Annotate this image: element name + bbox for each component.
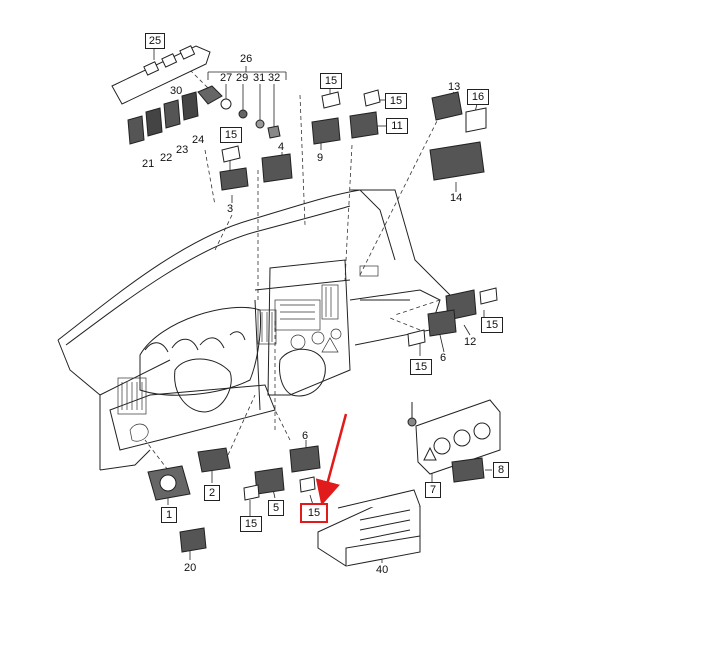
callout-23: 23 [176, 144, 189, 156]
climate-control-unit-7 [415, 399, 501, 475]
callout-40: 40 [376, 564, 389, 576]
air-vents [117, 265, 379, 442]
switch-panel-25 [111, 45, 211, 105]
callout-26: 26 [240, 53, 253, 65]
callout-15-c: 15 [220, 127, 242, 143]
callout-14: 14 [450, 192, 463, 204]
callout-15-f: 15 [240, 516, 262, 532]
callout-29: 29 [236, 72, 249, 84]
callout-11: 11 [386, 118, 408, 134]
callout-9: 9 [317, 152, 324, 164]
headlight-switch-1 [147, 465, 191, 501]
screw-part [407, 402, 417, 427]
callout-6-upper: 6 [440, 352, 447, 364]
callout-2: 2 [204, 485, 220, 501]
callout-32: 32 [268, 72, 281, 84]
callout-24: 24 [192, 134, 205, 146]
callout-13: 13 [448, 81, 461, 93]
callout-16: 16 [467, 89, 489, 105]
callout-15-e: 15 [410, 359, 432, 375]
callout-31: 31 [253, 72, 266, 84]
control-module-40 [317, 489, 421, 567]
switch-5-6-lower [179, 445, 321, 553]
dashboard-outline [57, 189, 456, 471]
callout-12: 12 [464, 336, 477, 348]
callout-8: 8 [493, 462, 509, 478]
callout-3: 3 [227, 203, 234, 215]
callout-25: 25 [145, 33, 165, 49]
callout-27: 27 [220, 72, 233, 84]
callout-4: 4 [278, 141, 285, 153]
callout-7: 7 [425, 482, 441, 498]
switch-modules-right [407, 91, 498, 347]
callout-15-b: 15 [385, 93, 407, 109]
callout-21: 21 [142, 158, 155, 170]
callout-15-highlighted: 15 [300, 503, 328, 523]
hazard-switch-8 [451, 457, 485, 483]
callout-6-lower: 6 [302, 430, 309, 442]
switch-2 [197, 447, 231, 473]
solid-leaders [153, 48, 492, 563]
rocker-switches-21-24 [127, 91, 199, 145]
callout-1: 1 [161, 507, 177, 523]
callout-15-d: 15 [481, 317, 503, 333]
callout-5: 5 [268, 500, 284, 516]
ignition-switch-parts-27-32 [197, 85, 281, 139]
switch-modules-top [219, 89, 381, 191]
red-pointer-arrow [315, 413, 348, 506]
callout-30: 30 [170, 85, 183, 97]
callout-20: 20 [184, 562, 197, 574]
callout-15-a: 15 [320, 73, 342, 89]
callout-22: 22 [160, 152, 173, 164]
